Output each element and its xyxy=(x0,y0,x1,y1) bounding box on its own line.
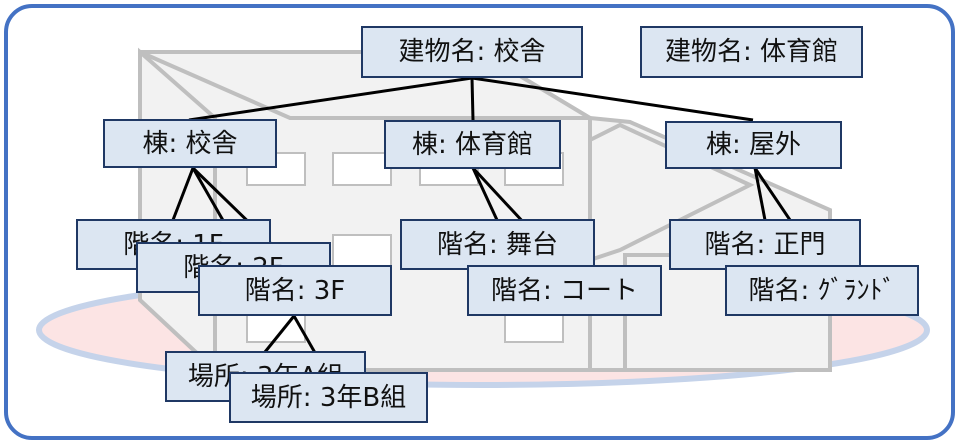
school-building xyxy=(138,47,832,375)
node-floor-court: 階名: コート xyxy=(467,265,662,316)
node-wing-outdoor: 棟: 屋外 xyxy=(665,121,842,169)
node-place-3b: 場所: 3年B組 xyxy=(229,372,428,423)
node-floor-ground: 階名: ｸﾞﾗﾝﾄﾞ xyxy=(725,265,919,316)
node-floor-stage: 階名: 舞台 xyxy=(400,219,595,270)
node-floor-gate: 階名: 正門 xyxy=(669,219,861,270)
node-building-gym: 建物名: 体育館 xyxy=(640,26,863,78)
node-building-school: 建物名: 校舎 xyxy=(361,26,583,78)
node-wing-gym: 棟: 体育館 xyxy=(384,120,561,169)
node-wing-school: 棟: 校舎 xyxy=(103,119,277,168)
node-floor-3f: 階名: 3F xyxy=(198,265,392,316)
